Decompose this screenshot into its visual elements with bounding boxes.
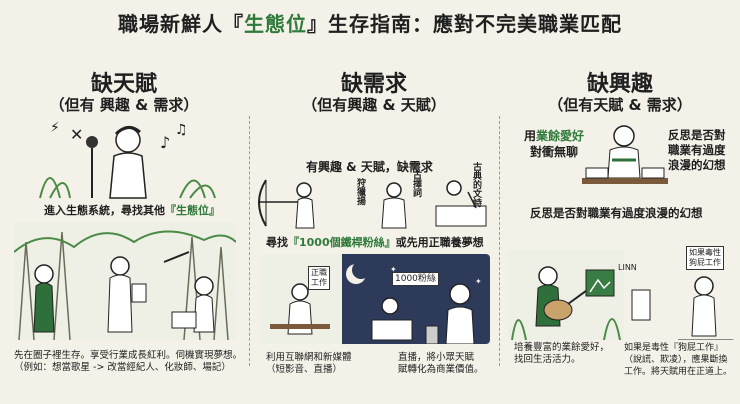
label-ancient-words: 古擇詞 bbox=[411, 170, 421, 197]
label-linn: LINN bbox=[618, 263, 637, 272]
svg-text:♫: ♫ bbox=[175, 122, 188, 138]
title-prefix: 職場新鮮人『 bbox=[118, 12, 244, 36]
caption-find-niche: 進入生態系統，尋找其他『生態位』 bbox=[44, 204, 220, 217]
label-hunting: 狩獵揚 bbox=[355, 178, 365, 205]
page-title: 職場新鮮人『生態位』生存指南：應對不完美職業匹配 bbox=[0, 8, 740, 37]
svg-text:✦: ✦ bbox=[390, 265, 397, 274]
caption-reflect-romantic: 反思是否對職業有過度浪漫的幻想 bbox=[530, 206, 703, 220]
label-classical-poem: 古典的文詩 bbox=[471, 162, 481, 207]
singer-illustration: ✕ ♪ ♫ ⚡ bbox=[39, 120, 216, 199]
tag-day-job: 正職 工作 bbox=[308, 266, 330, 290]
caption-survive-in-circle: 先在圈子裡生存。享受行業成長紅利。伺機實現夢想。 （例如：想當歌星 -> 改當經… bbox=[14, 350, 243, 373]
column-heading: 缺需求 bbox=[340, 72, 407, 97]
title-highlight: 生態位 bbox=[244, 12, 307, 36]
column-divider-2 bbox=[499, 116, 500, 366]
film-set-illustration bbox=[14, 222, 236, 340]
archer-calligrapher-illustration bbox=[258, 179, 487, 229]
column-subheading: （但有 興趣 & 需求） bbox=[49, 96, 199, 114]
bored-worker-illustration bbox=[582, 125, 668, 184]
svg-text:♪: ♪ bbox=[160, 133, 170, 152]
title-suffix: 』生存指南：應對不完美職業匹配 bbox=[307, 12, 622, 36]
sign-toxic-job: 如果毒性 狗屁工作 bbox=[686, 246, 724, 270]
scene-statement: 有興趣 & 天賦，缺需求 bbox=[306, 160, 433, 174]
night-work-illustration: ✦ ✦ bbox=[260, 254, 490, 344]
caption-find-1000-fans: 尋找『1000個鐵桿粉絲』或先用正職養夢想 bbox=[266, 236, 484, 249]
caption-toxic-job: 如果是毒性『狗屁工作』 （說謊、欺凌），應果斷換 工作。將天賦用在正道上。 bbox=[624, 343, 733, 377]
column-missing-demand: 缺需求 （但有興趣 & 天賦） 有興趣 & 天賦，缺需求 狩獵揚 古擇詞 古典的… bbox=[250, 0, 498, 404]
caption-livestream: 直播，將小眾天賦 賦轉化為商業價值。 bbox=[398, 352, 484, 375]
svg-text:✦: ✦ bbox=[475, 277, 482, 286]
tag-1000-fans: 1000粉絲 bbox=[392, 272, 439, 286]
svg-text:⚡: ⚡ bbox=[50, 120, 60, 136]
column-divider-1 bbox=[249, 116, 250, 366]
column-missing-talent: 缺天賦 （但有 興趣 & 需求） ✕ ♪ ♫ ⚡ 進入生態系統，尋找其他『生態位… bbox=[0, 0, 248, 404]
text-hobby-hedge: 用業餘愛好 對衝無聊 bbox=[524, 129, 585, 159]
caption-cultivate-hobbies: 培養豐富的業餘愛好， 找回生活活力。 bbox=[514, 342, 610, 365]
svg-text:✕: ✕ bbox=[70, 125, 83, 144]
column-heading: 缺天賦 bbox=[90, 72, 157, 97]
column-missing-interest: 缺興趣 （但有天賦 & 需求） 用業餘愛好 對衝無聊 反思是否對 職業有過度 浪… bbox=[500, 0, 740, 404]
hobby-and-quit-illustration bbox=[508, 250, 736, 340]
caption-use-internet: 利用互聯網和新媒體 （短影音、直播） bbox=[266, 352, 352, 375]
column-heading: 缺興趣 bbox=[586, 72, 653, 97]
column-subheading: （但有天賦 & 需求） bbox=[548, 96, 692, 114]
column-subheading: （但有興趣 & 天賦） bbox=[302, 96, 446, 114]
text-reflect: 反思是否對 職業有過度 浪漫的幻想 bbox=[668, 128, 726, 172]
